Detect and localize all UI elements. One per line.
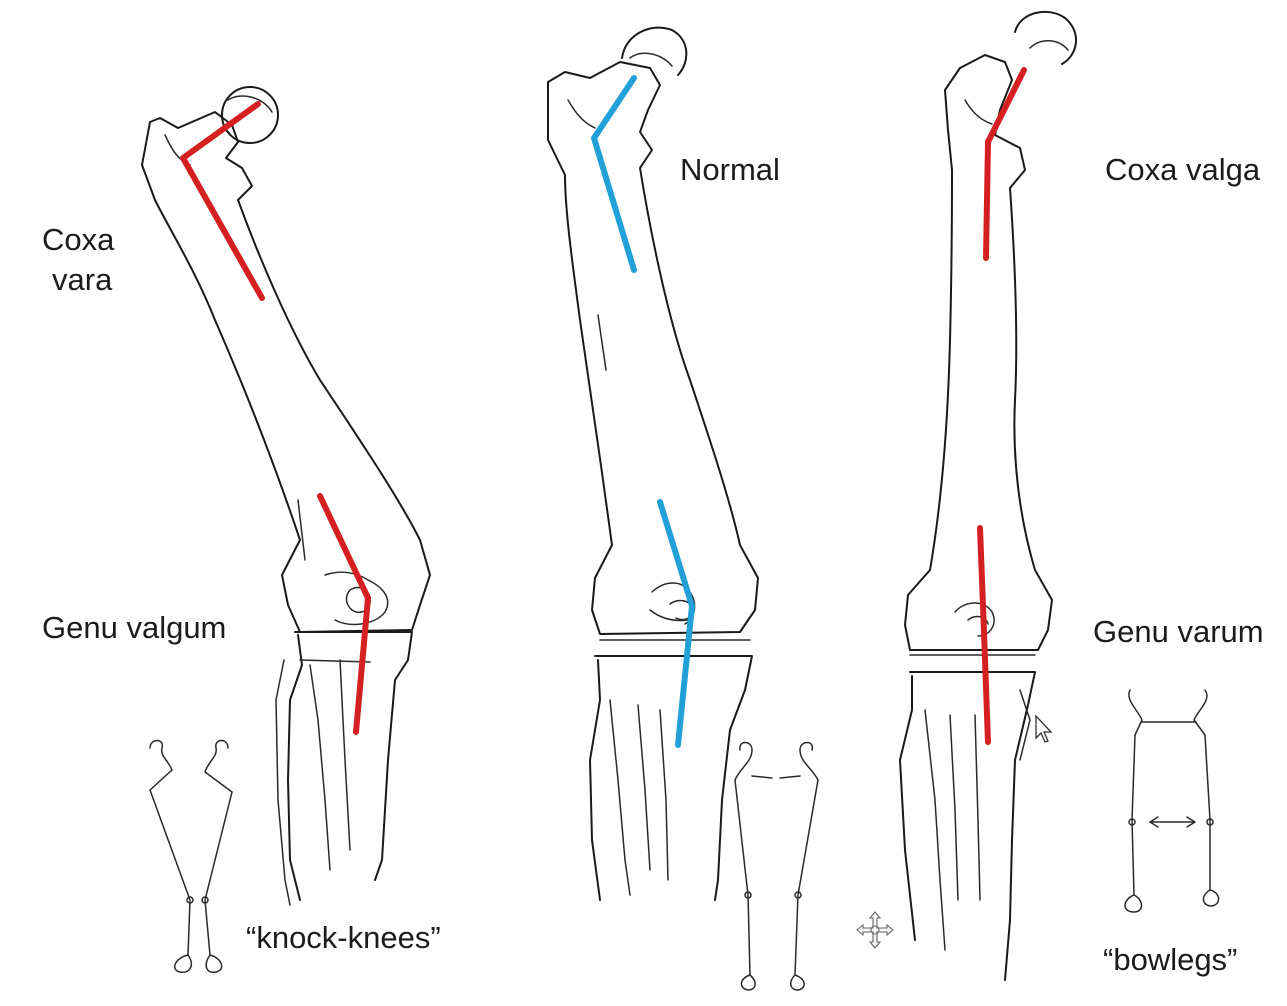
label-normal: Normal [680, 150, 780, 190]
stick-legs-knock-knees [150, 741, 232, 973]
stick-legs-normal [735, 743, 818, 991]
label-coxa-valga: Coxa valga [1105, 150, 1260, 190]
label-coxa-vara-line2: vara [52, 260, 112, 300]
label-knock-knees: “knock-knees” [246, 918, 441, 958]
label-coxa-vara-line1: Coxa [42, 220, 114, 260]
move-cursor-icon [857, 912, 893, 948]
label-genu-valgum: Genu valgum [42, 608, 226, 648]
label-genu-varum: Genu varum [1093, 612, 1264, 652]
mouse-cursor-icon [1036, 716, 1051, 742]
label-bowlegs: “bowlegs” [1103, 940, 1237, 980]
femur-normal-axis [594, 78, 692, 745]
stick-legs-bowlegs [1125, 690, 1219, 912]
femur-coxa-vara [142, 87, 430, 905]
femur-coxa-valga-axis [980, 70, 1024, 742]
